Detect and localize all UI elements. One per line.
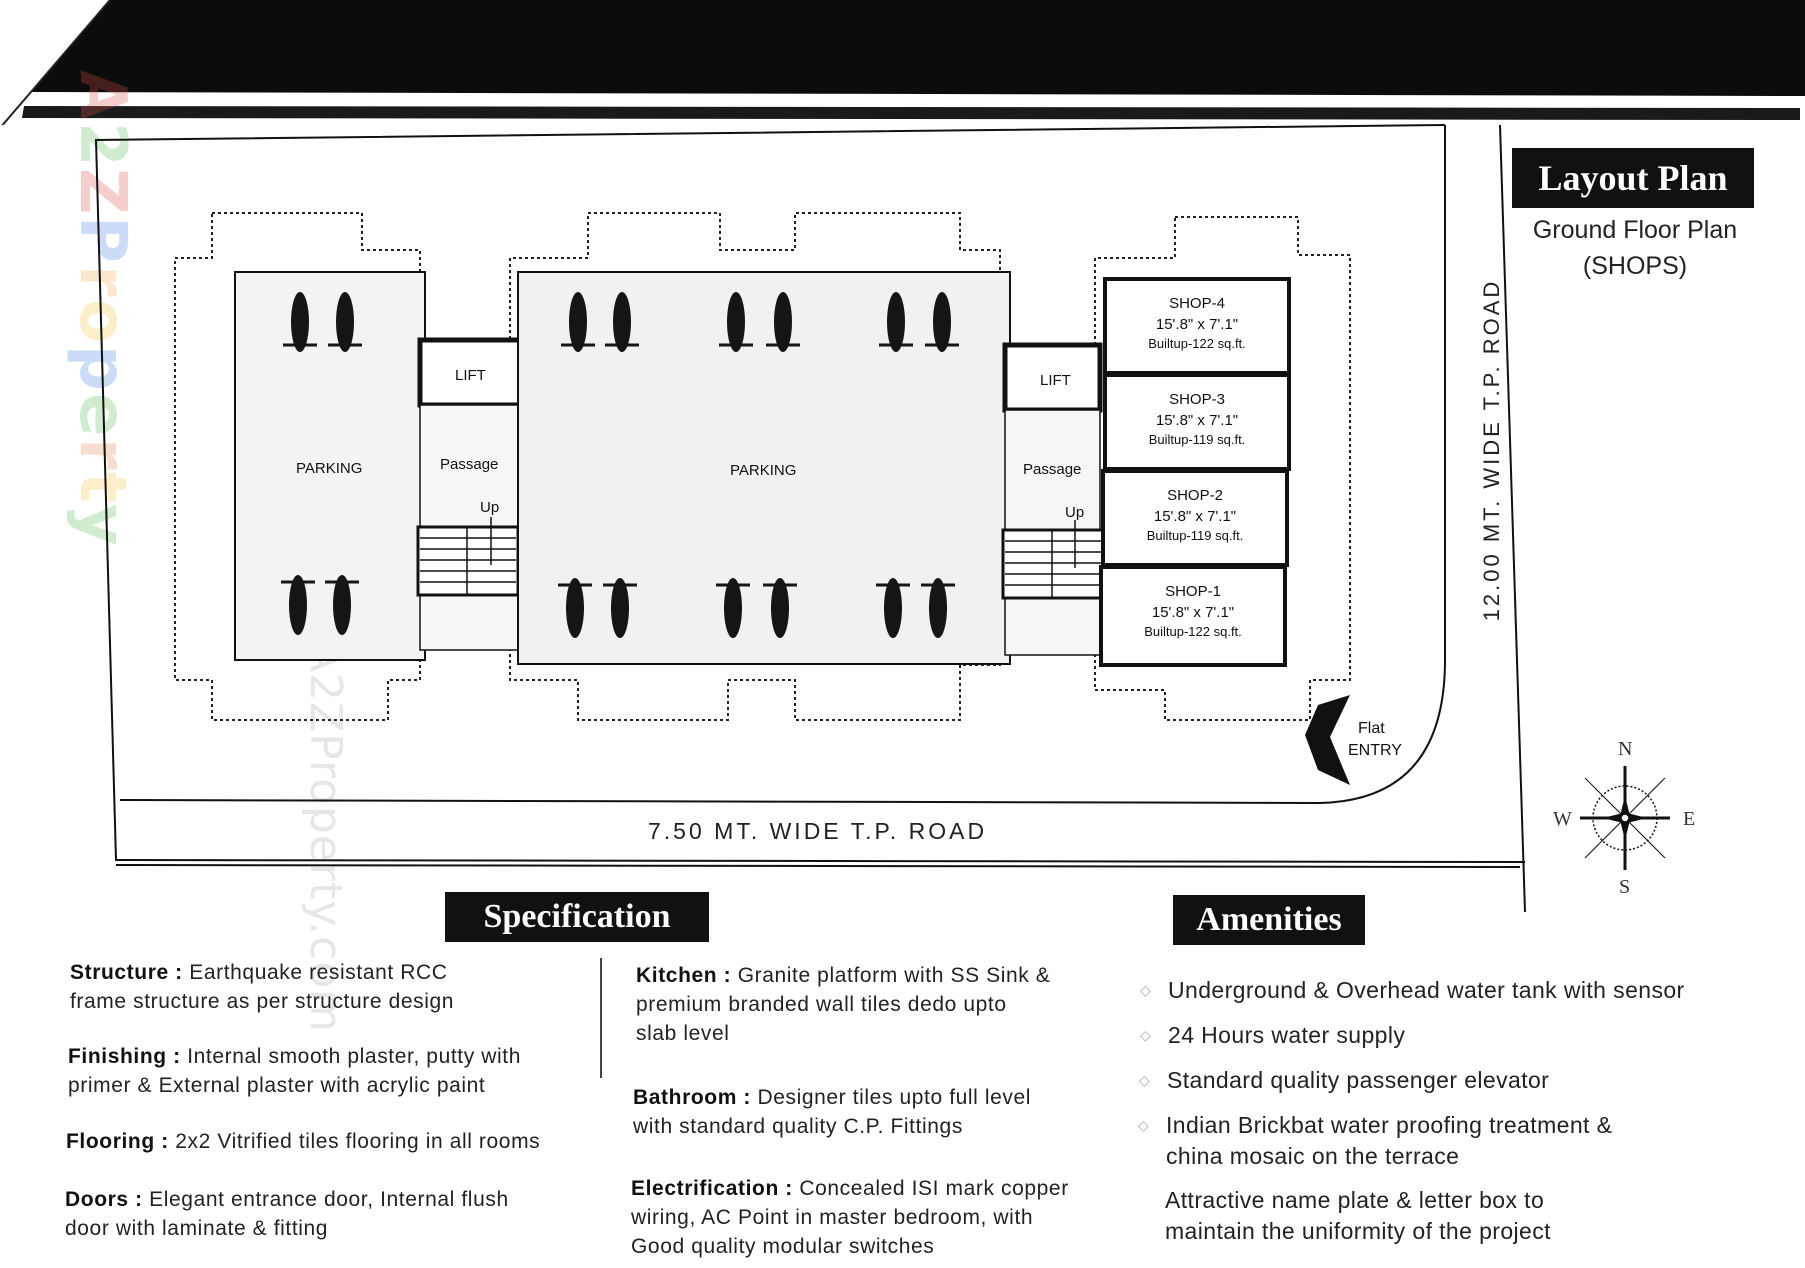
- amenity-item: ◇ 24 Hours water supply: [1140, 1020, 1788, 1051]
- compass-west: W: [1553, 808, 1572, 830]
- amenity-item: ◇ Underground & Overhead water tank with…: [1140, 975, 1788, 1006]
- compass-north: N: [1618, 738, 1633, 760]
- bullet-icon: ◇: [1139, 1072, 1151, 1088]
- specification-title: Specification: [445, 892, 709, 942]
- bullet-icon: ◇: [1140, 1027, 1152, 1043]
- amenities-title: Amenities: [1173, 895, 1365, 945]
- site-plan-drawing: [94, 124, 1670, 913]
- spec-doors: Doors : Elegant entrance door, Internal …: [65, 1188, 509, 1240]
- flat-entry-label: Flat ENTRY: [1348, 720, 1402, 759]
- amenity-item: ◇ Standard quality passenger elevator: [1139, 1065, 1787, 1096]
- watermark-brand: A2Z Property: [65, 70, 139, 548]
- spec-column-divider: [600, 958, 602, 1078]
- spec-bathroom: Bathroom : Designer tiles upto full leve…: [633, 1086, 1032, 1138]
- shop-2: SHOP-2 15'.8" x 7'.1" Builtup-119 sq.ft.: [1101, 469, 1289, 567]
- shop-3: SHOP-3 15'.8" x 7'.1" Builtup-119 sq.ft.: [1103, 373, 1291, 471]
- spec-kitchen: Kitchen : Granite platform with SS Sink …: [636, 964, 1051, 1045]
- road-bottom-label: 7.50 MT. WIDE T.P. ROAD: [648, 818, 988, 844]
- amenity-item: ◇ Indian Brickbat water proofing treatme…: [1138, 1112, 1613, 1169]
- spec-structure: Structure : Earthquake resistant RCC fra…: [70, 961, 455, 1013]
- layout-plan-title: Layout Plan: [1512, 148, 1754, 208]
- parking-left-label: PARKING: [296, 460, 363, 477]
- parking-center-label: PARKING: [730, 462, 797, 479]
- bullet-icon: ◇: [1138, 1117, 1150, 1133]
- spec-flooring: Flooring : 2x2 Vitrified tiles flooring …: [66, 1130, 541, 1153]
- lift-right-label: LIFT: [1040, 372, 1071, 389]
- bullet-icon: ◇: [1140, 982, 1152, 998]
- passage-left-label: Passage: [440, 456, 499, 473]
- amenity-item: Attractive name plate & letter box to ma…: [1165, 1187, 1551, 1244]
- lift-left-label: LIFT: [455, 367, 486, 384]
- up-right-label: Up: [1065, 504, 1085, 521]
- road-right-label: 12.00 MT. WIDE T.P. ROAD: [1479, 278, 1504, 622]
- shop-4: SHOP-4 15'.8" x 7'.1" Builtup-122 sq.ft.: [1103, 277, 1291, 375]
- spec-finishing: Finishing : Internal smooth plaster, put…: [68, 1045, 522, 1097]
- up-left-label: Up: [480, 499, 500, 516]
- spec-electrification: Electrification : Concealed ISI mark cop…: [631, 1177, 1069, 1258]
- shop-1: SHOP-1 15'.8" x 7'.1" Builtup-122 sq.ft.: [1099, 565, 1287, 667]
- header-banner: [0, 0, 1805, 125]
- compass-east: E: [1683, 808, 1696, 830]
- layout-plan-subtitle: Ground Floor Plan (SHOPS): [1532, 216, 1738, 280]
- passage-right-label: Passage: [1023, 461, 1082, 478]
- compass-south: S: [1619, 876, 1631, 898]
